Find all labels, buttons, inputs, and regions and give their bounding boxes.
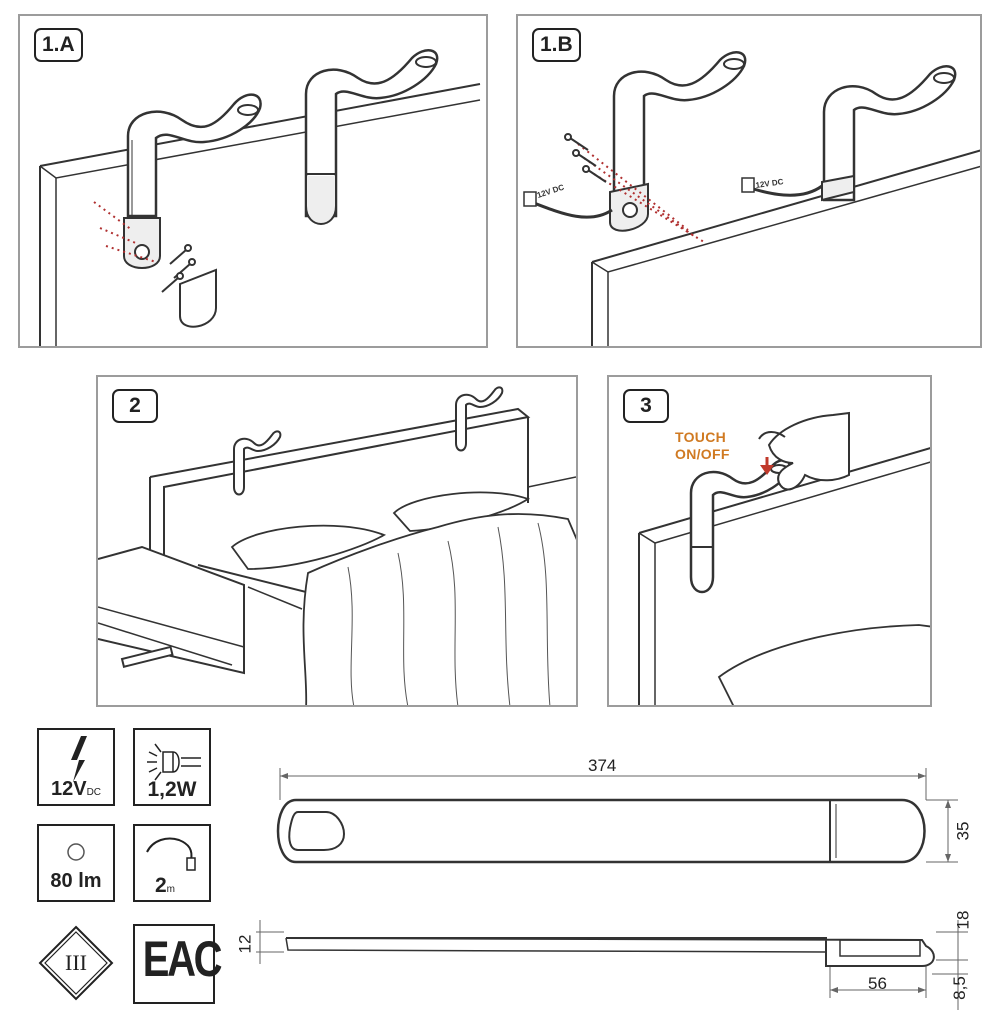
hand-icon bbox=[767, 411, 850, 491]
bedroom-illustration bbox=[98, 386, 576, 705]
lamp-icon bbox=[233, 430, 282, 496]
dim-height: 18 bbox=[953, 910, 973, 930]
step-badge-1a: 1.A bbox=[34, 28, 83, 62]
panel-step-2: 2 bbox=[96, 375, 578, 707]
dimension-drawing bbox=[256, 768, 968, 1010]
cable-length-icon bbox=[146, 837, 196, 871]
cable-voltage-tag: 12V DC bbox=[755, 177, 784, 190]
lamp-side-view bbox=[285, 937, 935, 967]
lamp-icon bbox=[689, 458, 792, 594]
panel-step-3: 3 TOUCH ON/OFF bbox=[607, 375, 932, 707]
touch-illustration bbox=[638, 411, 930, 705]
spec-lumens: 80 lm bbox=[37, 824, 115, 902]
protection-class-label: III bbox=[65, 950, 87, 975]
lightning-icon bbox=[71, 736, 87, 782]
step-badge-3: 3 bbox=[623, 389, 669, 423]
touch-sensor-icon bbox=[288, 811, 346, 851]
spec-cable: 2m bbox=[133, 824, 211, 902]
led-bulb-icon bbox=[147, 743, 201, 781]
voltage-unit: DC bbox=[86, 787, 102, 798]
step-1a-illustration bbox=[39, 49, 481, 346]
dim-thickness: 12 bbox=[235, 934, 255, 954]
screw-alignment-lines bbox=[93, 201, 157, 263]
touch-sensor-icon bbox=[237, 104, 259, 116]
spec-voltage: 12VDC bbox=[37, 728, 115, 806]
eac-label: EAC bbox=[142, 931, 223, 987]
spec-power: 1,2W bbox=[133, 728, 211, 806]
cable-voltage-tag: 12V DC bbox=[536, 183, 566, 200]
panel-step-1b: 12V DC 12V DC 1.B bbox=[516, 14, 982, 348]
drawer-handle-icon bbox=[120, 645, 174, 668]
screw-icon bbox=[161, 244, 196, 293]
step-badge-2: 2 bbox=[112, 389, 158, 423]
eac-certification-mark: EAC bbox=[133, 924, 223, 1004]
duvet-icon bbox=[302, 513, 576, 705]
end-cap-icon bbox=[179, 268, 217, 328]
voltage-value: 12V bbox=[50, 778, 87, 800]
screw-icon bbox=[564, 133, 607, 183]
pillow-icon bbox=[230, 524, 387, 570]
dim-length: 374 bbox=[588, 756, 617, 775]
step-1b-illustration: 12V DC 12V DC bbox=[523, 51, 980, 346]
cable-value: 2 bbox=[154, 874, 167, 897]
cable-unit: m bbox=[166, 884, 176, 895]
panel-step-1a: 1.A bbox=[18, 14, 488, 348]
lamp-top-view bbox=[276, 798, 926, 864]
lamp-icon bbox=[455, 386, 504, 452]
press-arrow-icon bbox=[760, 457, 774, 475]
light-output-icon bbox=[67, 843, 85, 861]
lumens-value: 80 lm bbox=[50, 870, 102, 892]
touch-on-off-label: TOUCH ON/OFF bbox=[675, 429, 730, 462]
power-value: 1,2W bbox=[147, 778, 197, 801]
class-iii-diamond-icon bbox=[38, 925, 114, 1001]
dim-width: 35 bbox=[953, 821, 973, 841]
step-badge-1b: 1.B bbox=[532, 28, 581, 62]
cable-icon bbox=[525, 198, 613, 219]
dim-head-offset: 8,5 bbox=[949, 976, 969, 1000]
dim-head-length: 56 bbox=[868, 974, 887, 993]
protection-class-symbol: III bbox=[37, 924, 115, 1002]
